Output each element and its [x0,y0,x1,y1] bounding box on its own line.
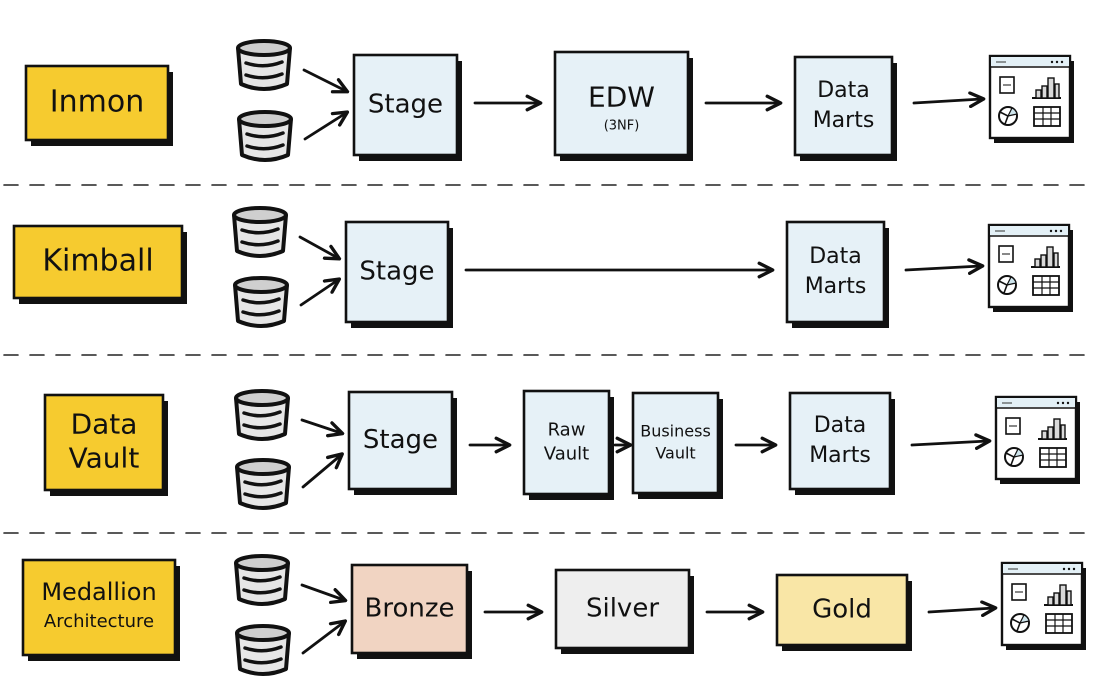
stage-box-stage: Stage [344,220,453,328]
stage-label: (3NF) [604,119,640,134]
stage-label: Stage [368,90,443,120]
stage-box-bronze: Bronze [350,563,472,659]
stage-label: Data [814,413,867,438]
source-arrow [303,110,350,141]
approach-label-data-vault-body [43,393,165,492]
approach-label-medallion [21,558,180,661]
database-icon [237,110,293,162]
source-arrow [301,619,348,655]
stage-label: Bronze [365,594,455,624]
stage-label: Stage [363,425,438,455]
database-icon [233,276,289,328]
stage-label: Data [817,78,870,103]
stage-box-edw: EDW (3NF) [553,50,693,161]
source-arrow [300,418,345,438]
stage-box-stage-body [344,220,450,324]
database-icon [236,39,292,91]
database-icon [234,389,290,441]
stage-label: Gold [812,595,872,625]
stage-box-raw-vault-body [522,389,611,496]
stage-box-data-marts-body [793,55,894,157]
stage-label: Vault [544,444,589,465]
stage-box-business-vault-body [631,391,720,495]
stage-label: Marts [805,274,867,299]
stage-box-stage: Stage [347,390,457,495]
approach-label-text: Kimball [42,244,153,279]
stage-label: Marts [813,108,875,133]
approach-label-text: Data [71,408,138,441]
approach-label-text: Inmon [50,85,144,120]
approach-label-inmon [24,64,173,146]
approach-label-text: Architecture [44,611,154,632]
stage-box-silver-body [554,568,691,650]
stage-box-bronze-body [350,563,469,655]
approach-label-inmon-body [24,64,170,142]
flow-arrow [904,258,985,276]
stage-label: Stage [359,257,434,287]
stage-box-data-marts-body [785,220,886,324]
source-arrow [302,68,350,94]
approach-label-kimball-body [12,224,184,300]
database-icon [232,206,288,258]
stage-box-data-marts-body [788,391,892,491]
stage-box-stage-body [347,390,454,491]
flow-arrow [927,600,998,618]
source-arrow [299,277,342,307]
source-arrow [300,583,348,605]
database-icon [234,554,290,606]
stage-box-edw-body [553,50,690,157]
source-arrow [301,452,344,489]
database-icon [235,624,291,676]
database-icon [235,458,291,510]
dashboard-icon [988,54,1074,143]
stage-label: Data [809,244,862,269]
flow-arrow [910,433,992,451]
stage-label: Marts [809,443,871,468]
flow-arrow [912,91,986,109]
dashboard-icon [987,223,1073,312]
stage-box-stage: Stage [352,53,462,161]
stage-box-gold-body [775,573,909,647]
stage-label: Business [640,422,711,441]
stage-label: Raw [548,419,586,440]
approach-label-text: Vault [69,441,140,474]
stage-label: Vault [655,443,695,462]
approach-label-text: Medallion [41,578,156,606]
approach-label-medallion-body [21,558,177,657]
dashboard-icon [1000,561,1086,650]
stage-box-stage-body [352,53,459,157]
approach-label-data-vault [43,393,168,496]
source-arrow [298,235,342,261]
stage-box-gold: Gold [775,573,912,651]
stage-box-silver: Silver [554,568,694,654]
stage-label: EDW [588,80,655,113]
approach-label-kimball [12,224,187,304]
dashboard-icon [994,395,1080,484]
stage-label: Silver [586,594,659,624]
